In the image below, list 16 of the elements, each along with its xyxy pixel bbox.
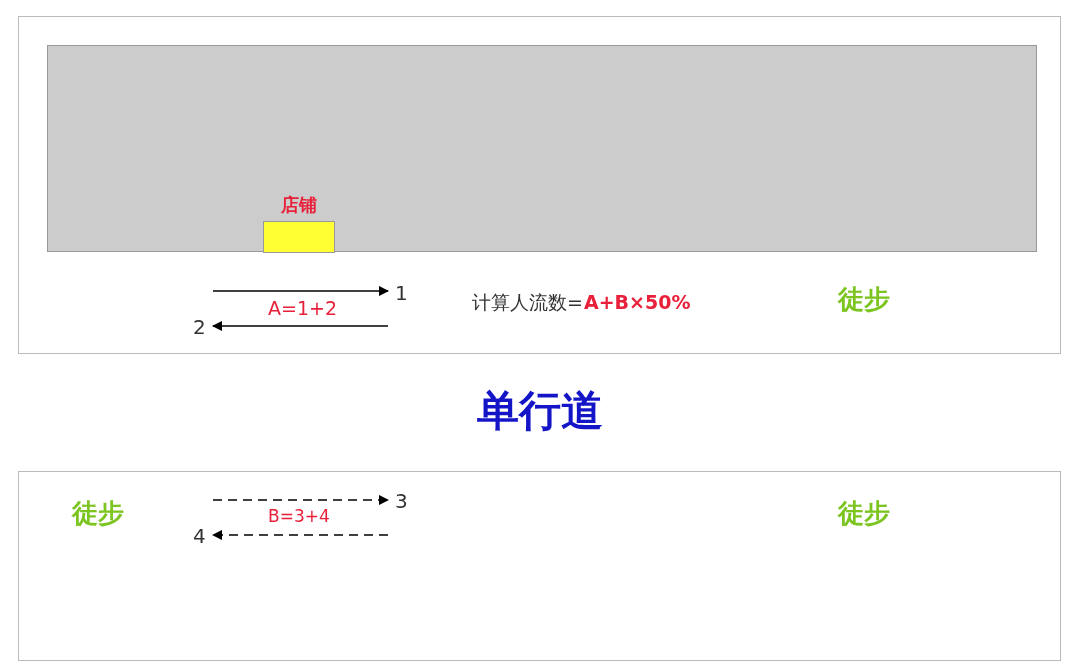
formula-text: A+B×50% xyxy=(584,293,691,312)
walking-label: 徒步 xyxy=(838,500,890,526)
arrow-number: 3 xyxy=(395,491,408,511)
building-block xyxy=(47,45,1037,252)
walking-label: 徒步 xyxy=(72,500,124,526)
arrow-number: 1 xyxy=(395,283,408,303)
arrow-number: 4 xyxy=(193,526,206,546)
formula-text: 计算人流数= xyxy=(472,293,583,312)
title: 单行道 xyxy=(476,390,604,432)
flow-formula: A=1+2 xyxy=(268,299,337,318)
flow-formula: B=3+4 xyxy=(268,508,330,525)
street-panel xyxy=(18,16,1061,354)
shop-label: 店铺 xyxy=(280,196,318,214)
street-panel xyxy=(18,471,1061,661)
walking-label: 徒步 xyxy=(838,286,890,312)
arrow-number: 2 xyxy=(193,317,206,337)
